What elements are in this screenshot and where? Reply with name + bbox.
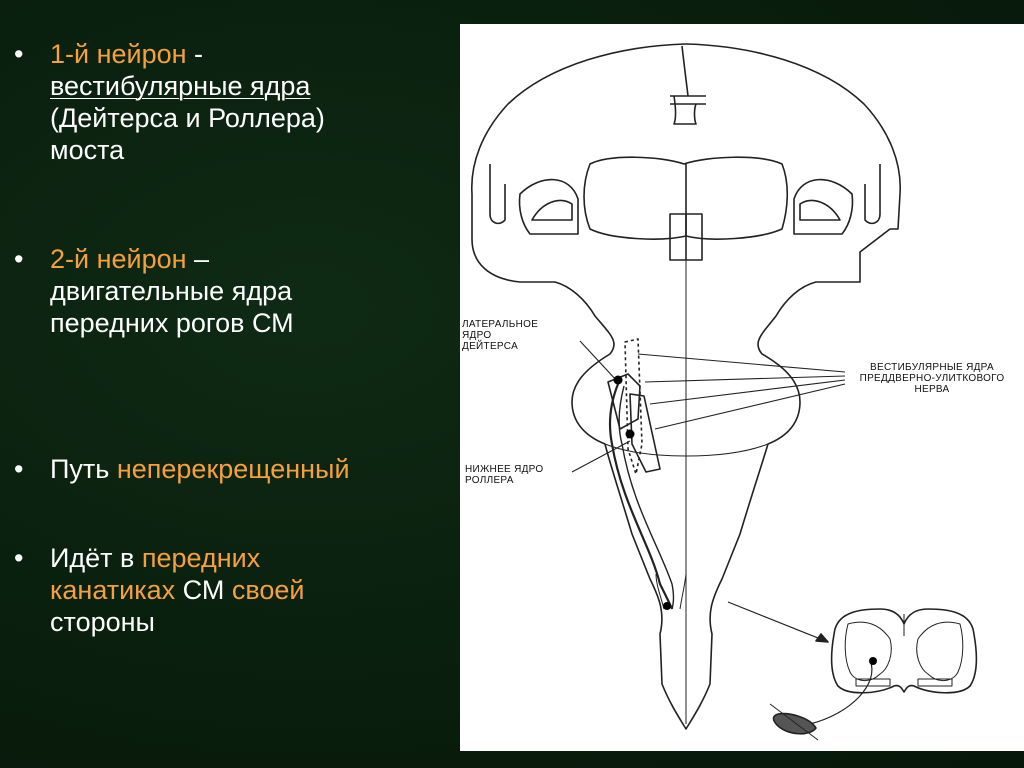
lateral-deiters-label: ЛАТЕРАЛЬНОЕ ЯДРО ДЕЙТЕРСА <box>462 319 539 352</box>
deiters-neuron-dot <box>613 375 623 385</box>
bullet-second-neuron: • 2-й нейрон – двигательные ядра передни… <box>10 243 450 339</box>
vestibular-nuclei-label: ВЕСТИБУЛЯРНЫЕ ЯДРА ПРЕДДВЕРНО-УЛИТКОВОГО… <box>859 362 1005 395</box>
goes-in-text: Идёт в <box>50 543 142 573</box>
first-neuron-heading: 1-й нейрон <box>50 39 187 69</box>
deiters-roller-text: (Дейтерса и Роллера) <box>50 103 325 133</box>
brainstem-diagram: ЛАТЕРАЛЬНОЕ ЯДРО ДЕЙТЕРСА ВЕСТИБУЛЯРНЫЕ … <box>460 24 1024 751</box>
sc-neuron-dot <box>869 657 877 665</box>
second-neuron-separator: – <box>186 244 210 274</box>
first-neuron-separator: - <box>186 39 204 69</box>
brainstem-drawing <box>471 43 978 741</box>
vestibular-nuclei-text: вестибулярные ядра <box>50 71 311 101</box>
bullet-dot: • <box>14 244 24 274</box>
bullet-first-neuron: • 1-й нейрон - вестибулярные ядра (Дейте… <box>10 38 450 166</box>
uncrossed-text: неперекрещенный <box>116 454 350 484</box>
motor-neuron-dot <box>663 602 671 610</box>
bullet-dot: • <box>14 39 24 69</box>
bullet-dot: • <box>14 543 24 573</box>
bullet-goes: • Идёт в передних канатиках СМ своей сто… <box>10 542 450 638</box>
sc-text: СМ <box>175 575 232 605</box>
motor-nuclei-text: двигательные ядра <box>50 276 293 306</box>
bullet-path: • Путь неперекрещенный <box>10 453 450 485</box>
anterior-text: передних <box>141 543 261 573</box>
side-text: стороны <box>50 607 155 637</box>
path-text: Путь <box>50 454 117 484</box>
pons-text: моста <box>50 135 125 165</box>
bullet-dot: • <box>14 454 24 484</box>
own-text: своей <box>231 575 305 605</box>
roller-neuron-dot <box>625 429 635 439</box>
anterior-horns-text: передних рогов СМ <box>50 308 294 338</box>
second-neuron-heading: 2-й нейрон <box>50 244 187 274</box>
lower-roller-label: НИЖНЕЕ ЯДРО РОЛЛЕРА <box>465 464 544 486</box>
funiculi-text: канатиках <box>50 575 176 605</box>
